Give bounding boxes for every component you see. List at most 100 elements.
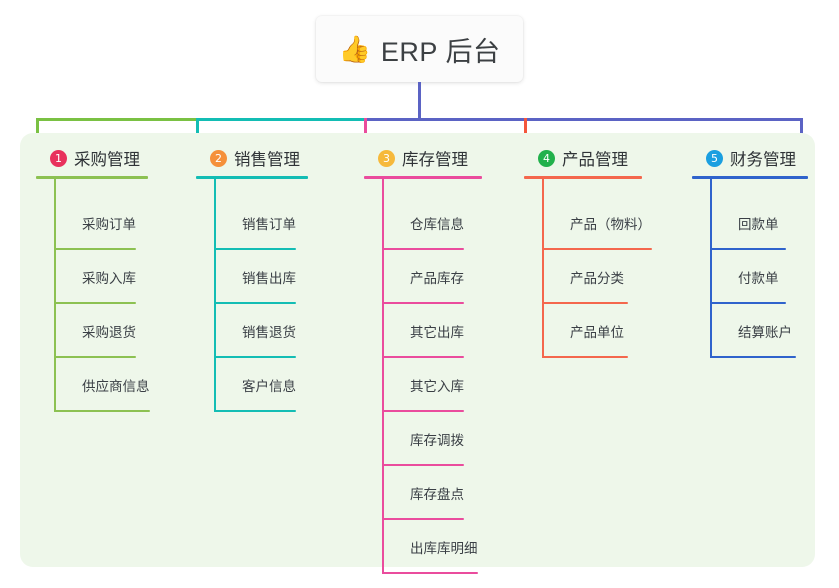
branch-header-rule-3 (364, 176, 482, 179)
leaf-rule (542, 302, 628, 304)
leaf-item[interactable]: 销售订单 (214, 196, 306, 250)
root-node-erp-backend[interactable]: 👍 ERP 后台 (316, 16, 523, 82)
leaf-rule (382, 356, 464, 358)
branches-panel (20, 133, 815, 567)
leaf-rule (54, 302, 136, 304)
leaf-label: 产品（物料） (570, 217, 651, 232)
leaf-item[interactable]: 采购入库 (54, 250, 146, 304)
branch-header-4[interactable]: 4 产品管理 (524, 140, 642, 179)
leaf-connector (214, 304, 216, 358)
leaf-connector (542, 196, 544, 250)
leaf-label: 仓库信息 (410, 217, 464, 232)
leaf-label: 供应商信息 (82, 379, 150, 394)
leaf-connector (382, 358, 384, 412)
branch-title-1: 采购管理 (74, 151, 140, 169)
leaf-label: 销售订单 (242, 217, 296, 232)
leaf-connector (214, 196, 216, 250)
leaf-item[interactable]: 产品库存 (382, 250, 474, 304)
leaf-item[interactable]: 出库库明细 (382, 520, 488, 574)
leaf-item[interactable]: 供应商信息 (54, 358, 160, 412)
leaf-label: 回款单 (738, 217, 779, 232)
leaf-label: 结算账户 (738, 325, 792, 340)
branch-badge-2: 2 (210, 149, 227, 167)
leaf-connector (710, 196, 712, 250)
branch-header-5[interactable]: 5 财务管理 (692, 140, 808, 179)
leaf-connector (54, 358, 56, 412)
leaf-item[interactable]: 销售出库 (214, 250, 306, 304)
leaf-item[interactable]: 采购退货 (54, 304, 146, 358)
leaf-rule (382, 464, 464, 466)
branch-title-2: 销售管理 (234, 151, 300, 169)
leaf-label: 产品库存 (410, 271, 464, 286)
leaf-rule (382, 572, 478, 574)
leaf-connector (54, 304, 56, 358)
leaf-item[interactable]: 产品单位 (542, 304, 638, 358)
leaf-connector (710, 250, 712, 304)
branch-badge-5: 5 (706, 149, 723, 167)
connector-drop-4 (524, 118, 527, 140)
leaf-rule (382, 248, 464, 250)
branch-column-4: 4 产品管理产品（物料） 产品分类产品单位 (524, 140, 652, 358)
connector-stem (418, 82, 421, 121)
branch-badge-4: 4 (538, 149, 555, 167)
leaf-rule (710, 356, 796, 358)
leaf-item[interactable]: 回款单 (710, 196, 796, 250)
leaf-rule (54, 248, 136, 250)
leaf-item[interactable]: 库存调拨 (382, 412, 474, 466)
leaf-label: 产品单位 (570, 325, 624, 340)
leaf-rule (54, 356, 136, 358)
leaf-connector (54, 196, 56, 250)
leaf-item[interactable]: 销售退货 (214, 304, 306, 358)
leaf-label: 采购入库 (82, 271, 136, 286)
leaf-connector (382, 412, 384, 466)
leaf-label: 采购订单 (82, 217, 136, 232)
leaf-rule (382, 518, 464, 520)
leaf-item[interactable]: 仓库信息 (382, 196, 474, 250)
leaf-item[interactable]: 结算账户 (710, 304, 806, 358)
leaf-item[interactable]: 其它出库 (382, 304, 474, 358)
leaf-item[interactable]: 其它入库 (382, 358, 474, 412)
branch-title-5: 财务管理 (730, 151, 796, 169)
leaf-item[interactable]: 客户信息 (214, 358, 306, 412)
leaf-item[interactable]: 付款单 (710, 250, 796, 304)
leaf-connector (382, 520, 384, 574)
leaf-connector (542, 250, 544, 304)
leaf-rule (54, 410, 150, 412)
leaf-connector (542, 304, 544, 358)
branch-header-rule-2 (196, 176, 308, 179)
branch-header-1[interactable]: 1 采购管理 (36, 140, 148, 179)
connector-bus-right (364, 118, 803, 121)
leaf-connector (382, 196, 384, 250)
leaf-item[interactable]: 采购订单 (54, 196, 146, 250)
branch-column-1: 1 采购管理采购订单采购入库采购退货供应商信息 (36, 140, 150, 412)
branch-header-2[interactable]: 2 销售管理 (196, 140, 308, 179)
branch-header-rule-4 (524, 176, 642, 179)
root-node-title: ERP 后台 (380, 36, 501, 67)
branch-header-rule-5 (692, 176, 808, 179)
leaf-connector (54, 250, 56, 304)
leaf-rule (214, 410, 296, 412)
leaf-connector (710, 304, 712, 358)
leaf-item[interactable]: 产品（物料） (542, 196, 662, 250)
leaf-item[interactable]: 产品分类 (542, 250, 638, 304)
leaf-connector (382, 304, 384, 358)
connector-drop-3 (364, 118, 367, 140)
leaf-connector (382, 250, 384, 304)
leaf-item[interactable]: 库存盘点 (382, 466, 474, 520)
leaf-label: 客户信息 (242, 379, 296, 394)
connector-drop-2 (196, 118, 199, 140)
leaf-label: 销售退货 (242, 325, 296, 340)
leaf-rule (382, 302, 464, 304)
connector-bus-mid (196, 118, 364, 121)
leaf-label: 付款单 (738, 271, 779, 286)
leaf-rule (542, 248, 652, 250)
leaf-label: 库存盘点 (410, 487, 464, 502)
branch-badge-1: 1 (50, 149, 67, 167)
branch-header-rule-1 (36, 176, 148, 179)
branch-title-3: 库存管理 (402, 151, 468, 169)
leaf-label: 其它入库 (410, 379, 464, 394)
branch-title-4: 产品管理 (562, 151, 628, 169)
